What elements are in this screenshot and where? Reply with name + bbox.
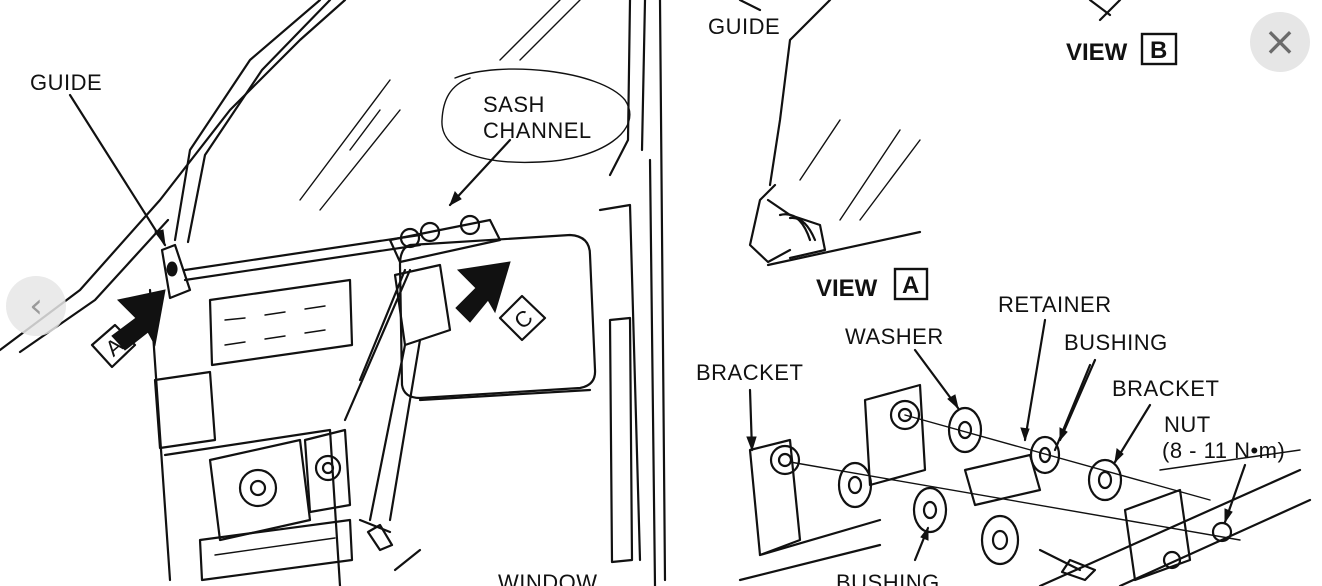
view-b-detail <box>738 0 1122 22</box>
label-bracket-left: BRACKET <box>696 360 803 385</box>
label-view-a-letter: A <box>902 272 919 299</box>
view-a-box <box>893 267 929 301</box>
label-guide-top: GUIDE <box>708 14 780 39</box>
label-guide-left: GUIDE <box>30 70 102 95</box>
leader-lines-right <box>746 318 1247 562</box>
close-button[interactable]: × <box>1250 12 1310 72</box>
label-bracket-right: BRACKET <box>1112 376 1219 401</box>
label-window: WINDOW <box>498 570 598 586</box>
door-frame <box>0 0 667 586</box>
chevron-left-icon: ‹ <box>29 286 43 326</box>
arrow-a-marker <box>90 289 166 369</box>
label-nut-torque: (8 - 11 N•m) <box>1162 438 1285 463</box>
sash-channel-assembly <box>368 214 502 522</box>
regulator-mechanism <box>208 428 394 552</box>
sash-channel-circle <box>441 68 631 164</box>
label-bushing-top: BUSHING <box>1064 330 1168 355</box>
arrow-c-marker <box>455 261 547 342</box>
exploded-hardware <box>738 383 1312 586</box>
label-retainer: RETAINER <box>998 292 1112 317</box>
view-a-detail <box>748 0 922 267</box>
label-view-b: VIEW <box>1066 39 1128 66</box>
label-view-b-letter: B <box>1150 37 1167 64</box>
label-nut: NUT <box>1164 412 1211 437</box>
label-sash: SASH <box>483 92 545 117</box>
view-b-box <box>1140 32 1178 66</box>
label-view-a: VIEW <box>816 275 878 302</box>
label-channel: CHANNEL <box>483 118 592 143</box>
previous-button[interactable]: ‹ <box>6 276 66 336</box>
close-icon: × <box>1263 19 1297 65</box>
label-bushing-bottom: BUSHING <box>836 570 940 586</box>
leader-lines-left <box>68 93 512 572</box>
guide-left-part <box>160 243 192 300</box>
label-washer: WASHER <box>845 324 944 349</box>
